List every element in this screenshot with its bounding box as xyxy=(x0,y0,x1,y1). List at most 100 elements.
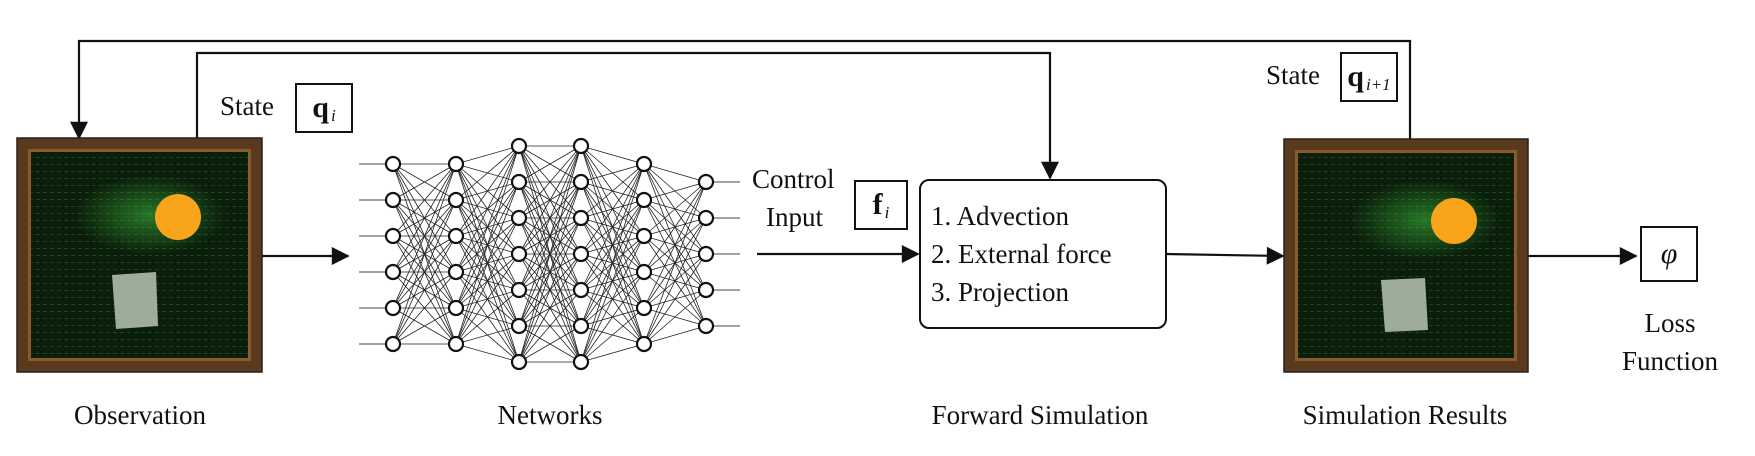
network-connection xyxy=(580,235,645,363)
block-icon xyxy=(112,272,158,329)
network-node xyxy=(697,209,715,227)
network-connection xyxy=(580,271,645,363)
block-icon-result xyxy=(1381,278,1428,332)
networks-caption: Networks xyxy=(497,400,603,430)
state-input-label: State xyxy=(220,91,274,121)
network-connection xyxy=(643,181,707,237)
network-node xyxy=(572,317,590,335)
network-node xyxy=(635,227,653,245)
network-node xyxy=(447,155,465,173)
simulation-steps-box: 1. Advection 2. External force 3. Projec… xyxy=(919,179,1167,329)
network-node xyxy=(510,173,528,191)
network-node xyxy=(572,281,590,299)
simulation-step-2: 2. External force xyxy=(931,239,1112,269)
simulation-step-3: 3. Projection xyxy=(931,277,1069,307)
network-connection xyxy=(455,145,520,273)
network-connection xyxy=(518,145,582,327)
state-input-symbol: q xyxy=(312,91,329,124)
network-connection xyxy=(392,271,457,345)
network-connection xyxy=(643,181,707,345)
network-node xyxy=(447,335,465,353)
network-node xyxy=(384,335,402,353)
network-connection xyxy=(392,199,457,345)
control-label-line1: Control xyxy=(752,164,835,194)
network-node xyxy=(384,155,402,173)
network-connection xyxy=(455,343,520,363)
network-connection xyxy=(392,163,457,273)
network-connection xyxy=(580,163,645,183)
network-connection xyxy=(392,235,457,345)
network-node xyxy=(572,209,590,227)
network-node xyxy=(635,299,653,317)
network-node xyxy=(635,263,653,281)
state-input-subscript: i xyxy=(330,106,336,125)
network-connection xyxy=(580,145,645,165)
network-node xyxy=(572,137,590,155)
observation-image xyxy=(16,137,263,373)
network-connection xyxy=(518,145,582,219)
simulation-step-1: 1. Advection xyxy=(931,201,1069,231)
network-connection xyxy=(580,307,645,363)
neural-network xyxy=(359,137,740,371)
network-connection xyxy=(518,145,582,183)
network-connection xyxy=(392,307,457,345)
network-connection xyxy=(518,145,582,363)
network-connection xyxy=(392,163,457,345)
network-connection xyxy=(580,199,645,363)
simulation-results-image xyxy=(1283,138,1529,373)
network-connection xyxy=(455,181,520,345)
network-connection xyxy=(455,325,520,345)
network-node xyxy=(697,317,715,335)
observation-caption: Observation xyxy=(74,400,206,430)
feedback-loops xyxy=(70,39,1412,180)
network-node xyxy=(572,245,590,263)
network-node xyxy=(697,173,715,191)
network-connection xyxy=(643,163,707,183)
network-node xyxy=(447,263,465,281)
network-connection xyxy=(455,289,520,345)
network-node xyxy=(635,155,653,173)
network-connection xyxy=(455,145,520,237)
forward-simulation-caption: Forward Simulation xyxy=(931,400,1149,430)
network-node xyxy=(572,353,590,371)
network-connection xyxy=(518,145,582,255)
network-connection xyxy=(455,217,520,345)
network-node xyxy=(384,227,402,245)
network-connection xyxy=(580,163,645,291)
network-node xyxy=(510,281,528,299)
network-node xyxy=(447,299,465,317)
control-subscript: i xyxy=(884,203,890,222)
network-node xyxy=(384,299,402,317)
network-connection xyxy=(643,325,707,345)
network-connection xyxy=(392,163,457,237)
network-connection xyxy=(643,181,707,273)
network-connection xyxy=(455,145,520,165)
network-node xyxy=(510,317,528,335)
network-node xyxy=(384,191,402,209)
network-connection xyxy=(392,163,457,201)
inner-feedback-line xyxy=(195,51,1059,180)
network-connection xyxy=(518,217,582,363)
state-output-subscript: i+1 xyxy=(1365,75,1391,94)
network-connection xyxy=(455,145,520,345)
network-connection xyxy=(643,181,707,309)
network-connection xyxy=(643,217,707,345)
sphere-icon xyxy=(155,194,201,240)
sphere-icon-result xyxy=(1431,198,1477,244)
control-label-line2: Input xyxy=(766,202,823,232)
outer-feedback-line xyxy=(70,39,1412,140)
loss-caption-line1: Loss xyxy=(1644,308,1696,338)
network-node xyxy=(384,263,402,281)
network-node xyxy=(635,335,653,353)
state-output-symbol: q xyxy=(1347,60,1364,93)
network-connection xyxy=(392,163,457,309)
network-node xyxy=(635,191,653,209)
network-connection xyxy=(518,145,582,291)
network-connection xyxy=(455,253,520,345)
state-output-label: State xyxy=(1266,60,1320,90)
network-connection xyxy=(518,289,582,363)
network-connection xyxy=(643,289,707,345)
